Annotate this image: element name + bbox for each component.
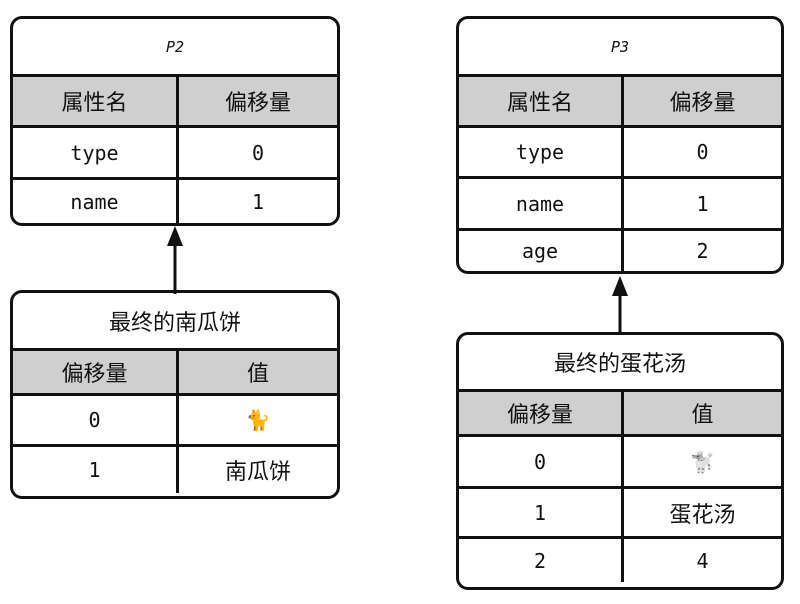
p3-table: P3 属性名 偏移量 type 0 name 1 age 2 — [456, 16, 784, 274]
table-row: 0 🐩 — [459, 434, 781, 486]
pancake-row-0-offset: 0 — [88, 408, 101, 432]
soup-row-2-offset: 2 — [533, 548, 547, 573]
p3-title: P3 — [459, 19, 781, 77]
p2-row-0-offset: 0 — [176, 128, 337, 177]
pancake-header-value: 值 — [176, 351, 337, 393]
p2-row-0-property: type — [70, 140, 119, 165]
p3-row-1-property: name — [515, 191, 565, 216]
soup-header-value: 值 — [621, 392, 781, 434]
table-row: name 1 — [459, 176, 781, 228]
p3-header-property-name: 属性名 — [506, 91, 573, 116]
table-row: age 2 — [459, 228, 781, 271]
soup-row-1-value: 蛋花汤 — [621, 489, 781, 536]
p3-row-0-offset: 0 — [621, 128, 781, 176]
soup-object-table: 最终的蛋花汤 偏移量 值 0 🐩 1 蛋花汤 2 4 — [456, 332, 784, 590]
p2-title: P2 — [13, 19, 337, 77]
p2-row-1-property: name — [70, 189, 119, 214]
soup-header-offset: 偏移量 — [506, 403, 573, 428]
p3-row-2-offset: 2 — [621, 231, 781, 271]
table-row: name 1 — [13, 177, 337, 223]
pancake-row-1-offset: 1 — [88, 458, 101, 482]
pancake-row-1-value: 南瓜饼 — [176, 447, 337, 493]
arrow-soup-to-p3 — [612, 276, 628, 334]
soup-row-0-offset: 0 — [533, 449, 547, 474]
table-row: type 0 — [459, 125, 781, 176]
p2-row-1-offset: 1 — [176, 180, 337, 223]
p2-header-property-name: 属性名 — [61, 91, 128, 116]
table-row: 2 4 — [459, 536, 781, 582]
pancake-header-row: 偏移量 值 — [13, 351, 337, 393]
table-row: 1 蛋花汤 — [459, 486, 781, 536]
soup-row-1-offset: 1 — [533, 500, 547, 525]
pancake-header-offset: 偏移量 — [61, 362, 128, 387]
p2-table: P2 属性名 偏移量 type 0 name 1 — [10, 16, 340, 226]
p3-row-2-property: age — [521, 239, 559, 263]
p3-header-row: 属性名 偏移量 — [459, 77, 781, 125]
arrow-pancake-to-p2 — [167, 226, 183, 294]
soup-row-2-value: 4 — [621, 539, 781, 582]
p2-header-row: 属性名 偏移量 — [13, 77, 337, 125]
p2-header-offset: 偏移量 — [176, 77, 337, 125]
poodle-icon: 🐩 — [621, 437, 781, 486]
soup-title: 最终的蛋花汤 — [459, 335, 781, 392]
p3-header-offset: 偏移量 — [621, 77, 781, 125]
pancake-title: 最终的南瓜饼 — [13, 293, 337, 351]
table-row: type 0 — [13, 125, 337, 177]
soup-header-row: 偏移量 值 — [459, 392, 781, 434]
table-row: 0 🐈 — [13, 393, 337, 444]
p3-row-0-property: type — [515, 140, 565, 164]
pancake-object-table: 最终的南瓜饼 偏移量 值 0 🐈 1 南瓜饼 — [10, 290, 340, 499]
table-row: 1 南瓜饼 — [13, 444, 337, 493]
p3-row-1-offset: 1 — [621, 179, 781, 228]
cat-icon: 🐈 — [176, 396, 337, 444]
